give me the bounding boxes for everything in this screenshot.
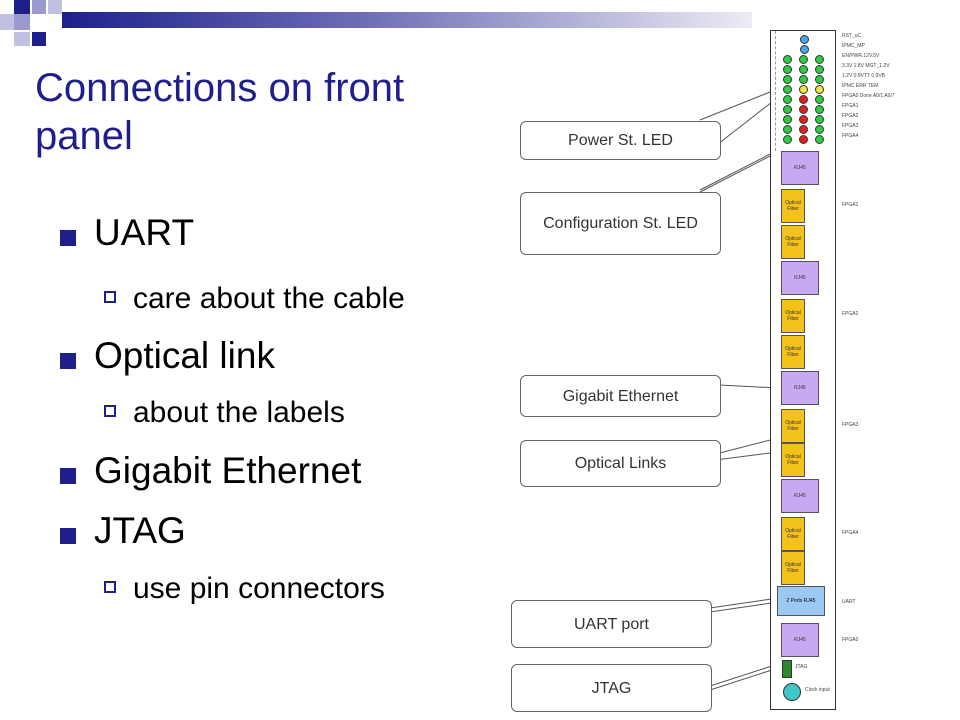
led-green-icon	[783, 105, 792, 114]
led-red-icon	[799, 95, 808, 104]
led-green-icon	[783, 95, 792, 104]
led-red-icon	[799, 125, 808, 134]
led-label: 3.3V 1.8V MGT_1.2V	[842, 63, 890, 69]
rj45-connector: RJ45	[781, 371, 819, 405]
rj45-connector: RJ45	[781, 151, 819, 185]
callout-jtag: JTAG	[511, 664, 712, 712]
callout-configuration-led: Configuration St. LED	[520, 192, 721, 255]
led-green-icon	[783, 125, 792, 134]
led-green-icon	[799, 75, 808, 84]
led-green-icon	[783, 65, 792, 74]
callout-power-led: Power St. LED	[520, 121, 721, 160]
square-bullet-icon	[60, 230, 76, 246]
optical-connector: Optical Fiber	[781, 225, 805, 259]
led-label: FPGA4	[842, 133, 859, 139]
led-green-icon	[783, 115, 792, 124]
fpga0-label: FPGA0	[842, 637, 859, 643]
optical-connector: Optical Fiber	[781, 517, 805, 551]
led-label: FPGA1	[842, 103, 859, 109]
led-green-icon	[815, 55, 824, 64]
led-green-icon	[815, 65, 824, 74]
front-panel-diagram: RJ45 Optical Fiber Optical Fiber RJ45 Op…	[770, 30, 836, 710]
optical-connector: Optical Fiber	[781, 443, 805, 477]
clock-input-icon	[783, 683, 801, 701]
led-green-icon	[815, 105, 824, 114]
led-green-icon	[815, 125, 824, 134]
led-green-icon	[799, 65, 808, 74]
square-bullet-icon	[60, 353, 76, 369]
led-label: IPMC ERR TEM	[842, 83, 879, 89]
led-blue-icon	[800, 35, 809, 44]
led-green-icon	[783, 55, 792, 64]
optical-connector: Optical Fiber	[781, 551, 805, 585]
checkbox-bullet-icon	[104, 405, 116, 417]
callout-uart-port: UART port	[511, 600, 712, 648]
led-green-icon	[783, 85, 792, 94]
led-yellow-icon	[799, 85, 808, 94]
optical-connector: Optical Fiber	[781, 409, 805, 443]
corner-decoration	[0, 0, 70, 60]
rj45-connector: RJ45	[781, 623, 819, 657]
optical-connector: Optical Fiber	[781, 299, 805, 333]
callout-optical-links: Optical Links	[520, 440, 721, 487]
fpga3-label: FPGA3	[842, 422, 859, 428]
led-green-icon	[799, 55, 808, 64]
led-red-icon	[799, 105, 808, 114]
jtag-connector	[782, 660, 792, 678]
rj45-connector: RJ45	[781, 479, 819, 513]
fpga1-label: FPGA1	[842, 202, 859, 208]
led-green-icon	[783, 75, 792, 84]
led-label: FPGA2	[842, 113, 859, 119]
uart-side-label: UART	[842, 599, 856, 605]
led-green-icon	[815, 95, 824, 104]
checkbox-bullet-icon	[104, 581, 116, 593]
led-red-icon	[799, 135, 808, 144]
led-label: RST_uC	[842, 33, 862, 39]
led-green-icon	[783, 135, 792, 144]
square-bullet-icon	[60, 468, 76, 484]
optical-connector: Optical Fiber	[781, 189, 805, 223]
led-red-icon	[799, 115, 808, 124]
led-label: IPMC_MP	[842, 43, 865, 49]
led-green-icon	[815, 135, 824, 144]
led-label: 1.2V 0.9VTT 0.9VB	[842, 73, 885, 79]
led-yellow-icon	[815, 85, 824, 94]
checkbox-bullet-icon	[104, 291, 116, 303]
slide-title: Connections on front panel	[35, 66, 405, 158]
clock-input-label: Clock input	[805, 687, 830, 693]
fpga2-label: FPGA2	[842, 311, 859, 317]
led-label: FPGA0 Done A0/1 A0/7	[842, 93, 895, 99]
callout-gigabit-ethernet: Gigabit Ethernet	[520, 375, 721, 417]
rj45-connector: RJ45	[781, 261, 819, 295]
led-green-icon	[815, 75, 824, 84]
led-green-icon	[815, 115, 824, 124]
fpga4-label: FPGA4	[842, 530, 859, 536]
square-bullet-icon	[60, 528, 76, 544]
led-label: FPGA3	[842, 123, 859, 129]
led-label: EN/PWR.12V.5V	[842, 53, 880, 59]
optical-connector: Optical Fiber	[781, 335, 805, 369]
led-blue-icon	[800, 45, 809, 54]
title-bar-decoration	[62, 12, 752, 28]
jtag-side-label: JTAG	[795, 664, 808, 670]
uart-connector: 2 Ports RJ45	[777, 586, 825, 616]
